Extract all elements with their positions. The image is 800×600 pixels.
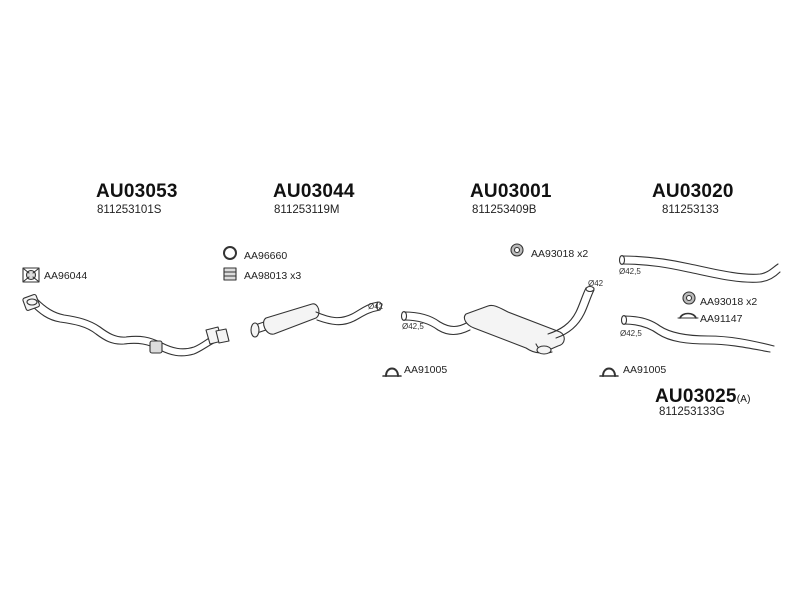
part-code-au03001: AU03001	[470, 181, 552, 202]
diameter-label-4: Ø42,5	[619, 267, 641, 276]
center-silencer-au03044	[250, 301, 383, 338]
accessory-label-aa93018-b: AA93018 x2	[700, 296, 758, 308]
front-pipe-au03053	[22, 293, 230, 357]
diameter-label-5: Ø42,5	[620, 329, 642, 338]
diameter-label-3: Ø42	[588, 279, 604, 288]
accessory-label-aa96660: AA96660	[244, 250, 288, 262]
accessory-label-aa91005-a: AA91005	[404, 364, 448, 376]
tail-pipe-au03020	[618, 254, 781, 283]
tail-pipe-au03025	[620, 314, 775, 353]
diameter-label-1: Ø42	[368, 302, 384, 311]
hanger-icon	[682, 291, 696, 305]
accessory-label-aa91005-b: AA91005	[623, 364, 667, 376]
bracket-icon	[677, 312, 699, 319]
part-code-au03053: AU03053	[96, 181, 178, 202]
part-code-au03025-text: AU03025	[655, 386, 737, 407]
oem-number-au03044: 811253119M	[274, 204, 340, 216]
accessory-label-aa93018-a: AA93018 x2	[531, 248, 589, 260]
u-bolt-clamp-icon	[599, 367, 619, 377]
rear-silencer-au03001	[400, 285, 595, 355]
oem-number-au03053: 811253101S	[97, 204, 162, 216]
o-ring-icon	[223, 246, 237, 260]
u-bolt-clamp-icon	[382, 367, 402, 377]
oem-number-au03025: 811253133G	[659, 406, 725, 418]
part-code-au03020: AU03020	[652, 181, 734, 202]
part-code-au03025: AU03025(A)	[655, 386, 751, 408]
rubber-mount-icon	[223, 267, 237, 281]
accessory-label-aa98013: AA98013 x3	[244, 270, 302, 282]
part-code-au03044: AU03044	[273, 181, 355, 202]
part-code-au03025-suffix: (A)	[736, 394, 751, 405]
oem-number-au03001: 811253409B	[472, 204, 537, 216]
accessory-label-aa91147: AA91147	[700, 313, 743, 325]
accessory-label-aa96044: AA96044	[44, 270, 88, 282]
oem-number-au03020: 811253133	[662, 204, 719, 216]
hanger-icon	[510, 243, 524, 257]
clamp-icon	[22, 267, 40, 283]
diameter-label-2: Ø42,5	[402, 322, 424, 331]
